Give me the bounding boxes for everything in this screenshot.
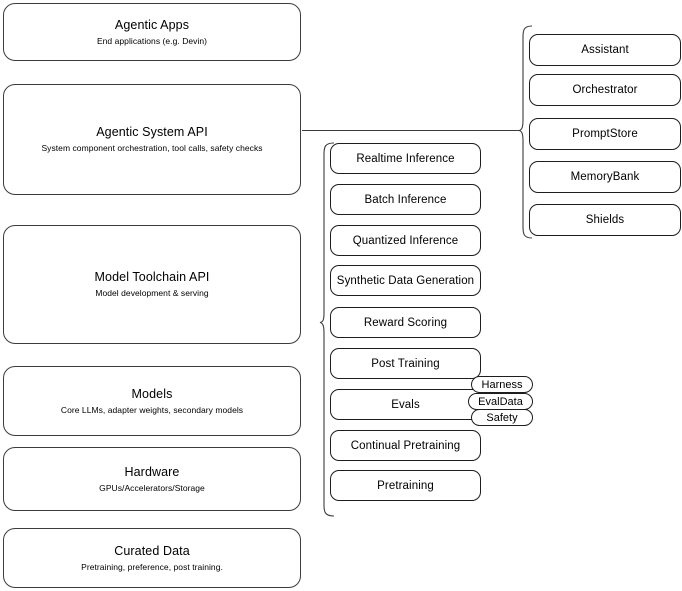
chip-pretraining[interactable]: Pretraining [330,470,481,501]
layer-title-agentic-system-api: Agentic System API [96,125,208,139]
layer-subtitle-model-toolchain-api: Model development & serving [95,288,209,298]
layer-box-model-toolchain-api[interactable]: Model Toolchain API Model development & … [3,225,301,344]
chip-orchestrator[interactable]: Orchestrator [529,74,681,106]
layer-box-models[interactable]: Models Core LLMs, adapter weights, secon… [3,366,301,436]
pill-safety[interactable]: Safety [471,409,533,426]
chip-continual-pretraining[interactable]: Continual Pretraining [330,430,481,461]
layer-subtitle-hardware: GPUs/Accelerators/Storage [99,482,205,493]
layer-subtitle-agentic-apps: End applications (e.g. Devin) [96,35,208,46]
chip-post-training[interactable]: Post Training [330,348,481,379]
chip-realtime-inference[interactable]: Realtime Inference [330,143,481,174]
layer-subtitle-curated-data: Pretraining, preference, post training. [81,561,223,572]
layer-title-hardware: Hardware [124,464,180,479]
chip-memorybank[interactable]: MemoryBank [529,161,681,193]
layer-title-models: Models [131,386,173,401]
chip-assistant[interactable]: Assistant [529,34,681,66]
chip-synthetic-data-generation[interactable]: Synthetic Data Generation [330,265,481,296]
chip-promptstore[interactable]: PromptStore [529,118,681,150]
layer-box-curated-data[interactable]: Curated Data Pretraining, preference, po… [3,528,301,588]
layer-box-hardware[interactable]: Hardware GPUs/Accelerators/Storage [3,447,301,511]
pill-evaldata[interactable]: EvalData [468,393,533,410]
chip-batch-inference[interactable]: Batch Inference [330,184,481,215]
layer-subtitle-agentic-system-api: System component orchestration, tool cal… [41,143,263,153]
chip-reward-scoring[interactable]: Reward Scoring [330,307,481,338]
chip-quantized-inference[interactable]: Quantized Inference [330,225,481,256]
pill-harness[interactable]: Harness [471,376,533,393]
layer-title-curated-data: Curated Data [114,543,190,558]
layer-title-agentic-apps: Agentic Apps [114,17,190,32]
layer-subtitle-models: Core LLMs, adapter weights, secondary mo… [60,404,244,415]
layer-box-agentic-system-api[interactable]: Agentic System API System component orch… [3,84,301,195]
layer-title-model-toolchain-api: Model Toolchain API [94,270,210,284]
chip-shields[interactable]: Shields [529,204,681,236]
chip-evals[interactable]: Evals [330,389,481,420]
layer-box-agentic-apps[interactable]: Agentic Apps End applications (e.g. Devi… [3,3,301,61]
